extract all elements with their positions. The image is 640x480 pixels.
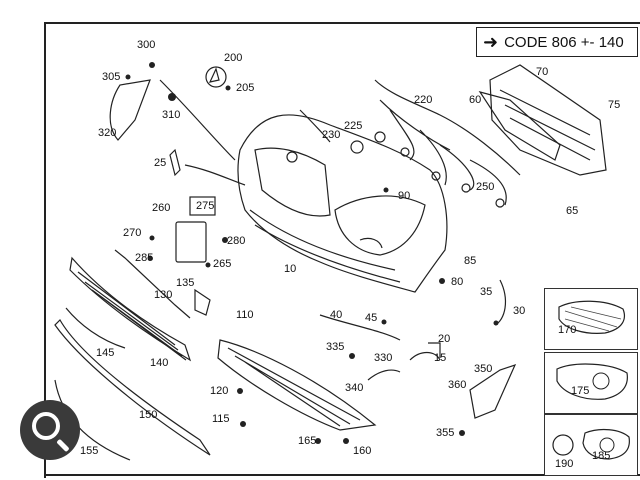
fog-light-drawing [552,428,630,460]
fog-cover-drawing [558,300,626,334]
callout-205: 205 [236,82,255,94]
callout-60: 60 [469,94,482,106]
magnifier-handle [56,438,70,453]
callout-335: 335 [326,341,345,353]
fog-lamp-panel-175 [544,352,638,414]
right-arrow-icon: ➜ [483,32,499,52]
callout-230: 230 [322,129,341,141]
callout-65: 65 [566,205,579,217]
callout-270: 270 [123,227,142,239]
callout-20: 20 [438,333,451,345]
callout-310: 310 [162,109,181,121]
frame-border-bottom [44,474,640,476]
carrier-110 [217,339,377,431]
callout-145: 145 [96,347,115,359]
fog-light-panel-185 [544,414,638,476]
callout-40: 40 [330,309,343,321]
callout-225: 225 [344,120,363,132]
callout-90: 90 [398,190,411,202]
callout-355: 355 [436,427,455,439]
magnifier-ring [32,412,60,440]
callout-45: 45 [365,312,378,324]
callout-360: 360 [448,379,467,391]
callout-280: 280 [227,235,246,247]
callout-350: 350 [474,363,493,375]
callout-135: 135 [176,277,195,289]
callout-150: 150 [139,409,158,421]
grille-70 [489,64,607,176]
callout-320: 320 [98,127,117,139]
fog-cover-panel-170 [544,288,638,350]
callout-265: 265 [213,258,232,270]
callout-340: 340 [345,382,364,394]
callout-120: 120 [210,385,229,397]
callout-185: 185 [592,450,611,462]
callout-25: 25 [154,157,167,169]
callout-285: 285 [135,252,154,264]
callout-275: 275 [196,200,215,212]
callout-300: 300 [137,39,156,51]
frame-border-top [44,22,640,24]
callout-35: 35 [480,286,493,298]
callout-220: 220 [414,94,433,106]
code-label-box: ➜ CODE 806 +- 140 [476,27,638,57]
callout-10: 10 [284,263,297,275]
callout-200: 200 [224,52,243,64]
callout-330: 330 [374,352,393,364]
callout-115: 115 [212,413,230,425]
code-label-text: CODE 806 +- 140 [504,33,624,51]
star-emblem [205,66,227,88]
callout-160: 160 [353,445,372,457]
frame-border-left [44,22,46,478]
callout-75: 75 [608,99,621,111]
callout-260: 260 [152,202,171,214]
callout-175: 175 [571,385,590,397]
callout-15: 15 [434,352,447,364]
callout-110: 110 [236,309,254,321]
callout-130: 130 [154,289,173,301]
spoiler-150 [54,319,211,456]
fog-lamp-drawing [556,363,628,400]
callout-70: 70 [536,66,549,78]
callout-30: 30 [513,305,526,317]
callout-305: 305 [102,71,121,83]
callout-190: 190 [555,458,574,470]
callout-140: 140 [150,357,169,369]
wiring-harness [374,79,521,206]
callout-80: 80 [451,276,464,288]
bumper-cover [237,114,448,293]
magnifier-icon[interactable] [20,400,80,460]
callout-85: 85 [464,255,477,267]
callout-170: 170 [558,324,577,336]
lower-grille-140 [69,256,192,362]
callout-250: 250 [476,181,495,193]
callout-165: 165 [298,435,317,447]
callout-155: 155 [80,445,99,457]
